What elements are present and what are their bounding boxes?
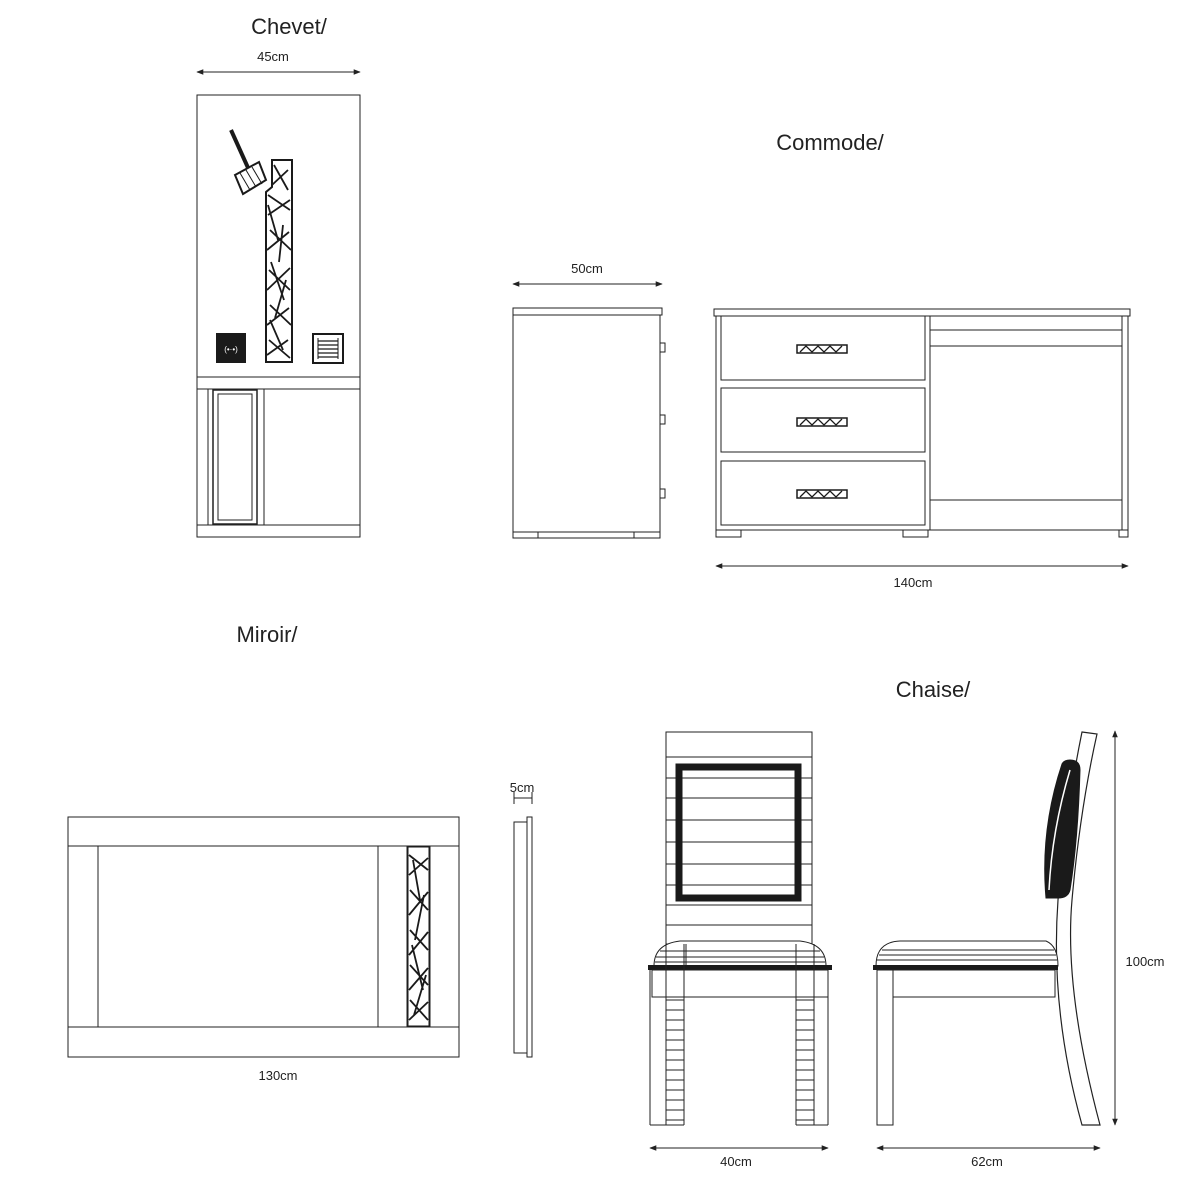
chair-seat-cushion: [653, 940, 827, 967]
commode-drawer-2: [720, 387, 926, 453]
chevet-title: Chevet/: [251, 14, 328, 39]
chair-back-frame: [675, 763, 802, 902]
chair-height-label: 100cm: [1125, 954, 1164, 969]
mirror-depth-label: 5cm: [510, 780, 535, 795]
commode-title: Commode/: [776, 130, 884, 155]
commode-drawer-3: [720, 460, 926, 526]
chevet-width-label: 45cm: [257, 49, 289, 64]
mirror-side-view: [513, 816, 533, 1058]
radio-device-icon: (•·•): [216, 333, 246, 363]
decorative-number-one-panel: [265, 159, 293, 363]
chevet-group: Chevet/ 45cm (•·•): [196, 14, 361, 538]
chair-side-width-label: 62cm: [971, 1154, 1003, 1169]
chair-back-cushion: [1044, 759, 1081, 899]
chevet-door-panel: [212, 389, 258, 525]
chaise-title: Chaise/: [896, 677, 971, 702]
drawer-handle-icon: [796, 344, 848, 354]
miroir-title: Miroir/: [236, 622, 298, 647]
speaker-grille-icon: [312, 333, 344, 364]
commode-width-label: 140cm: [893, 575, 932, 590]
chair-seat-edge: [648, 965, 832, 970]
drawer-handle-icon: [796, 489, 848, 499]
commode-drawer-1: [720, 315, 926, 381]
miroir-group: Miroir/ 5cm 130cm: [67, 622, 535, 1083]
chaise-group: Chaise/: [648, 677, 1165, 1169]
commode-side-view: [512, 307, 666, 539]
lamp-icon: [229, 129, 268, 196]
chair-side-view: [873, 731, 1101, 1126]
chair-front-leg: [876, 969, 894, 1126]
chair-front-view: [648, 731, 832, 1126]
svg-text:(•·•): (•·•): [224, 345, 238, 354]
commode-front-view: [713, 308, 1131, 538]
commode-depth-label: 50cm: [571, 261, 603, 276]
chair-side-seat-edge: [873, 965, 1058, 970]
mirror-decorative-pattern: [407, 846, 430, 1027]
mirror-width-label: 130cm: [258, 1068, 297, 1083]
chevet-cabinet: [196, 94, 361, 538]
chair-front-width-label: 40cm: [720, 1154, 752, 1169]
commode-group: Commode/ 50cm: [512, 130, 1131, 590]
mirror-front-view: [67, 816, 460, 1058]
drawer-handle-icon: [796, 417, 848, 427]
